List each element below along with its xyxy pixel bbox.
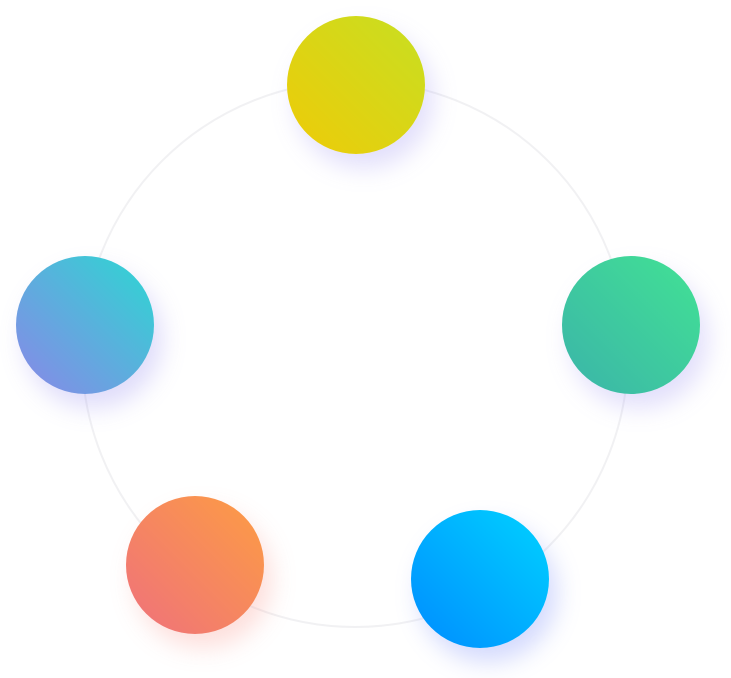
node-right	[562, 256, 700, 394]
node-bottom-right	[411, 510, 549, 648]
node-left	[16, 256, 154, 394]
node-top	[287, 16, 425, 154]
node-bottom-left	[126, 496, 264, 634]
